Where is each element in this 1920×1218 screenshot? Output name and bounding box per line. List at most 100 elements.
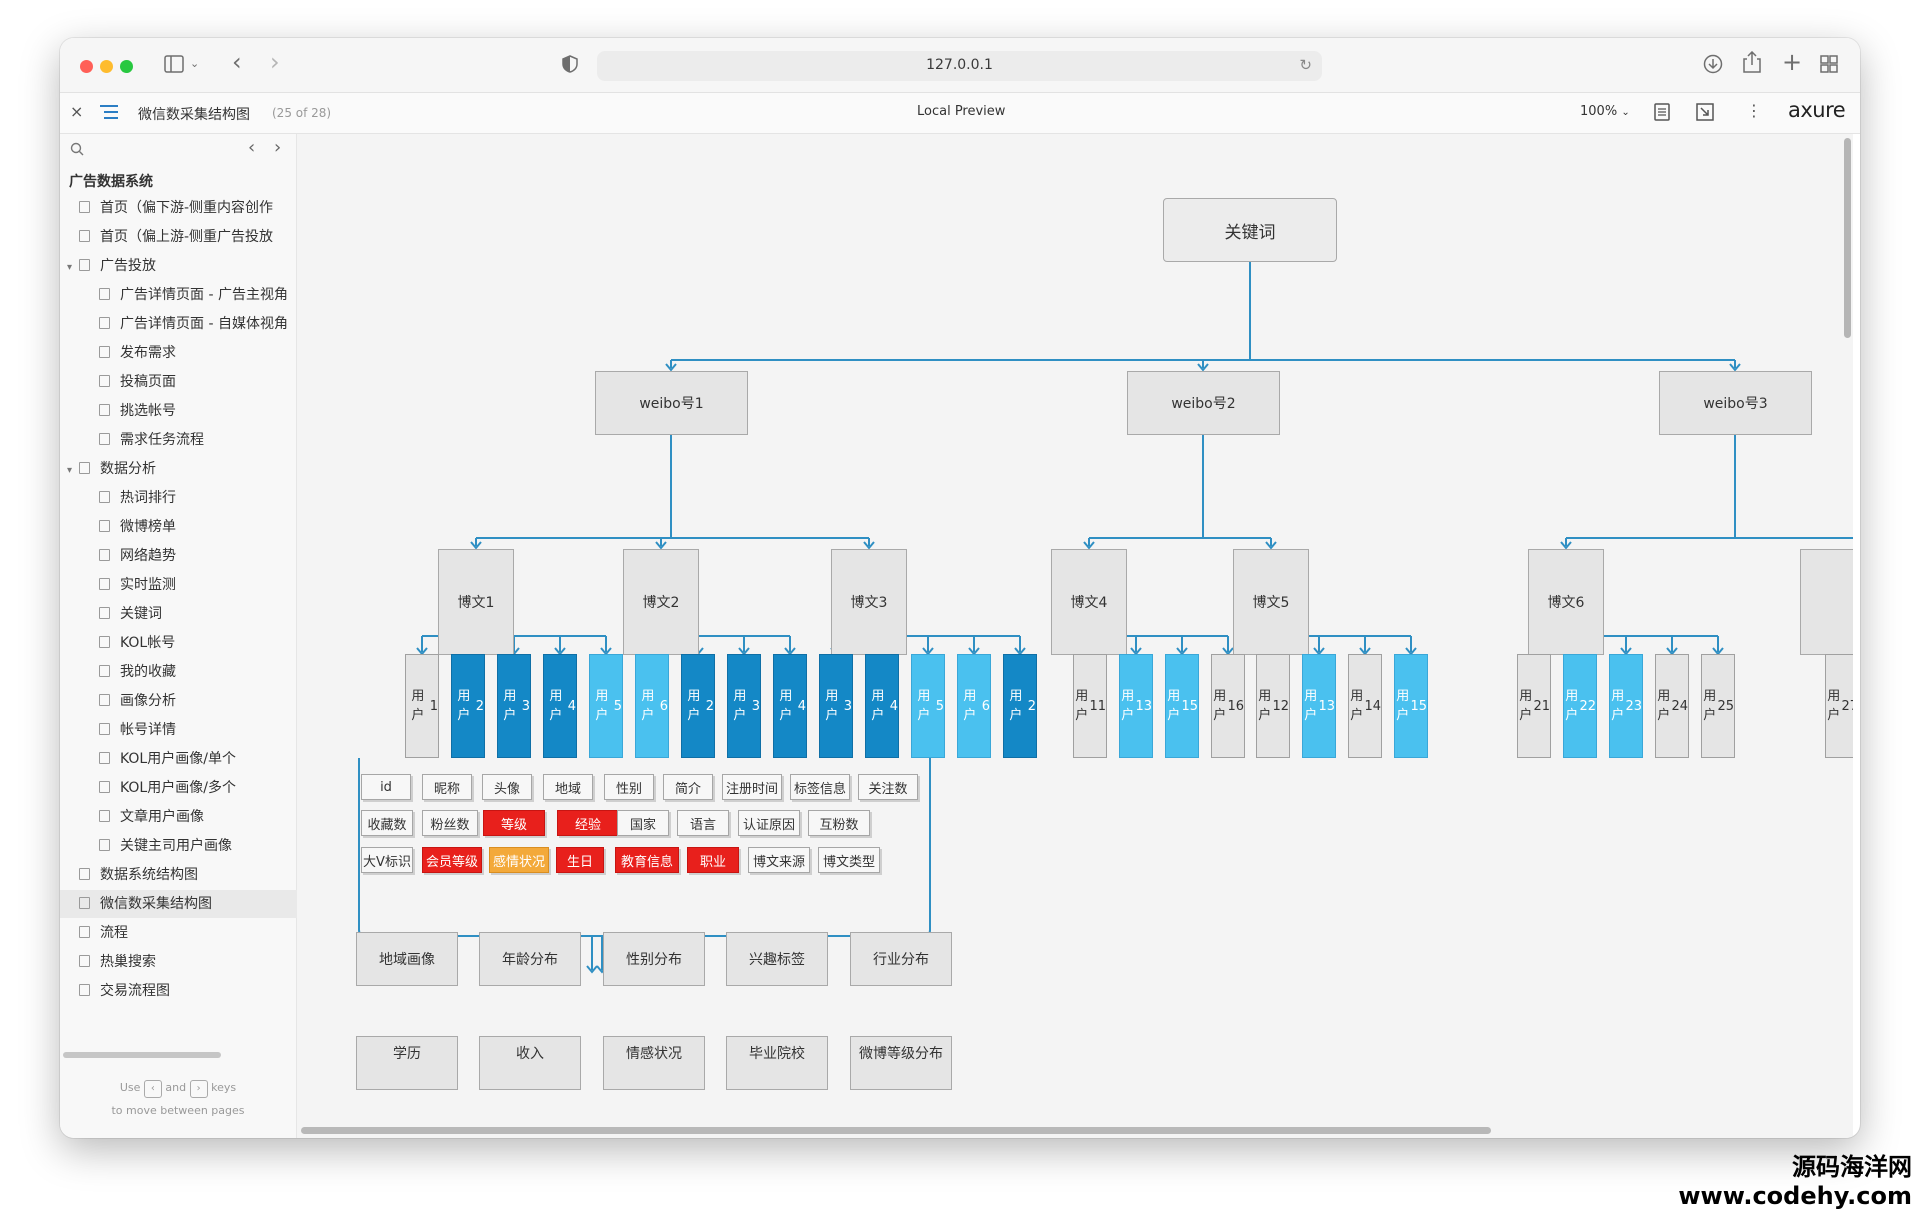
sidebar-item[interactable]: 广告详情页面 - 广告主视角: [60, 281, 323, 309]
analysis-node[interactable]: 性别分布: [603, 932, 705, 986]
attribute-tag[interactable]: id: [361, 774, 411, 800]
attribute-tag[interactable]: 标签信息: [790, 774, 850, 800]
forward-icon[interactable]: ›: [270, 48, 280, 76]
sidebar-item[interactable]: 画像分析: [60, 687, 323, 715]
sidebar-item[interactable]: 文章用户画像: [60, 803, 323, 831]
sidebar-item[interactable]: 实时监测: [60, 571, 323, 599]
analysis-node[interactable]: 行业分布: [850, 932, 952, 986]
minimize-window-button[interactable]: [100, 60, 113, 73]
notes-icon[interactable]: [1654, 103, 1670, 125]
caret-down-icon[interactable]: ▾: [67, 262, 73, 273]
analysis-node-partial[interactable]: 毕业院校: [726, 1036, 828, 1090]
prev-page-icon[interactable]: ‹: [248, 137, 256, 158]
page-list-icon[interactable]: [100, 105, 118, 123]
sidebar-item[interactable]: 首页（偏上游-侧重广告投放: [60, 223, 303, 251]
inspect-icon[interactable]: [1696, 103, 1714, 125]
zoom-select[interactable]: 100% ⌄: [1580, 104, 1630, 119]
sidebar-item[interactable]: ▾广告投放: [60, 252, 303, 280]
sidebar-item[interactable]: 微博榜单: [60, 513, 323, 541]
account-node[interactable]: weibo号3: [1659, 371, 1812, 435]
sidebar-toggle-icon[interactable]: [164, 55, 184, 76]
sidebar-item[interactable]: 广告详情页面 - 自媒体视角: [60, 310, 323, 338]
analysis-node[interactable]: 地域画像: [356, 932, 458, 986]
attribute-tag[interactable]: 头像: [482, 774, 532, 800]
attribute-tag[interactable]: 注册时间: [722, 774, 782, 800]
address-bar[interactable]: 127.0.0.1 ↻: [597, 51, 1322, 81]
sidebar-item[interactable]: 首页（偏下游-侧重内容创作: [60, 194, 303, 222]
sidebar-item[interactable]: 热词排行: [60, 484, 323, 512]
attribute-tag[interactable]: 国家: [617, 810, 669, 836]
close-window-button[interactable]: [80, 60, 93, 73]
post-node[interactable]: 博文6: [1528, 549, 1604, 655]
search-icon[interactable]: [70, 142, 84, 160]
sidebar-item[interactable]: 关键主司用户画像: [60, 832, 323, 860]
attribute-tag[interactable]: 生日: [556, 847, 604, 873]
sidebar-item[interactable]: 挑选帐号: [60, 397, 323, 425]
reload-icon[interactable]: ↻: [1299, 56, 1312, 74]
attribute-tag[interactable]: 语言: [677, 810, 729, 836]
attribute-tag[interactable]: 性别: [604, 774, 654, 800]
sidebar-item[interactable]: 需求任务流程: [60, 426, 323, 454]
user-node[interactable]: 用户27: [1825, 654, 1853, 758]
caret-down-icon[interactable]: ▾: [67, 465, 73, 476]
horizontal-scrollbar[interactable]: [301, 1127, 1491, 1134]
attribute-tag[interactable]: 粉丝数: [422, 810, 478, 836]
analysis-node-partial[interactable]: 学历: [356, 1036, 458, 1090]
attribute-tag[interactable]: 认证原因: [738, 810, 800, 836]
post-node-partial[interactable]: [1800, 549, 1853, 655]
tab-overview-icon[interactable]: [1820, 55, 1838, 76]
post-node[interactable]: 博文3: [831, 549, 907, 655]
attribute-tag[interactable]: 感情状况: [489, 847, 549, 873]
post-node[interactable]: 博文2: [623, 549, 699, 655]
attribute-tag[interactable]: 会员等级: [422, 847, 482, 873]
sidebar-item[interactable]: 数据系统结构图: [60, 861, 303, 889]
sidebar-item[interactable]: KOL用户画像/多个: [60, 774, 323, 802]
post-node[interactable]: 博文1: [438, 549, 514, 655]
attribute-tag[interactable]: 互粉数: [808, 810, 870, 836]
sidebar-item[interactable]: ▾数据分析: [60, 455, 303, 483]
more-icon[interactable]: ⋮: [1746, 101, 1762, 120]
analysis-node[interactable]: 兴趣标签: [726, 932, 828, 986]
sidebar-item[interactable]: 流程: [60, 919, 303, 947]
attribute-tag[interactable]: 职业: [687, 847, 739, 873]
analysis-node[interactable]: 年龄分布: [479, 932, 581, 986]
analysis-node-partial[interactable]: 情感状况: [603, 1036, 705, 1090]
sidebar-item[interactable]: KOL用户画像/单个: [60, 745, 323, 773]
attribute-tag[interactable]: 等级: [483, 810, 545, 836]
shield-icon[interactable]: [562, 55, 578, 76]
new-tab-icon[interactable]: +: [1782, 48, 1803, 76]
sidebar-item[interactable]: 帐号详情: [60, 716, 323, 744]
download-icon[interactable]: [1703, 54, 1723, 77]
attribute-tag[interactable]: 关注数: [858, 774, 918, 800]
sidebar-item[interactable]: 交易流程图: [60, 977, 303, 1005]
post-node[interactable]: 博文4: [1051, 549, 1127, 655]
share-icon[interactable]: [1743, 50, 1761, 76]
attribute-tag[interactable]: 博文来源: [748, 847, 810, 873]
sidebar-item[interactable]: 网络趋势: [60, 542, 323, 570]
post-node[interactable]: 博文5: [1233, 549, 1309, 655]
attribute-tag[interactable]: 昵称: [422, 774, 472, 800]
root-node[interactable]: 关键词: [1163, 198, 1337, 262]
